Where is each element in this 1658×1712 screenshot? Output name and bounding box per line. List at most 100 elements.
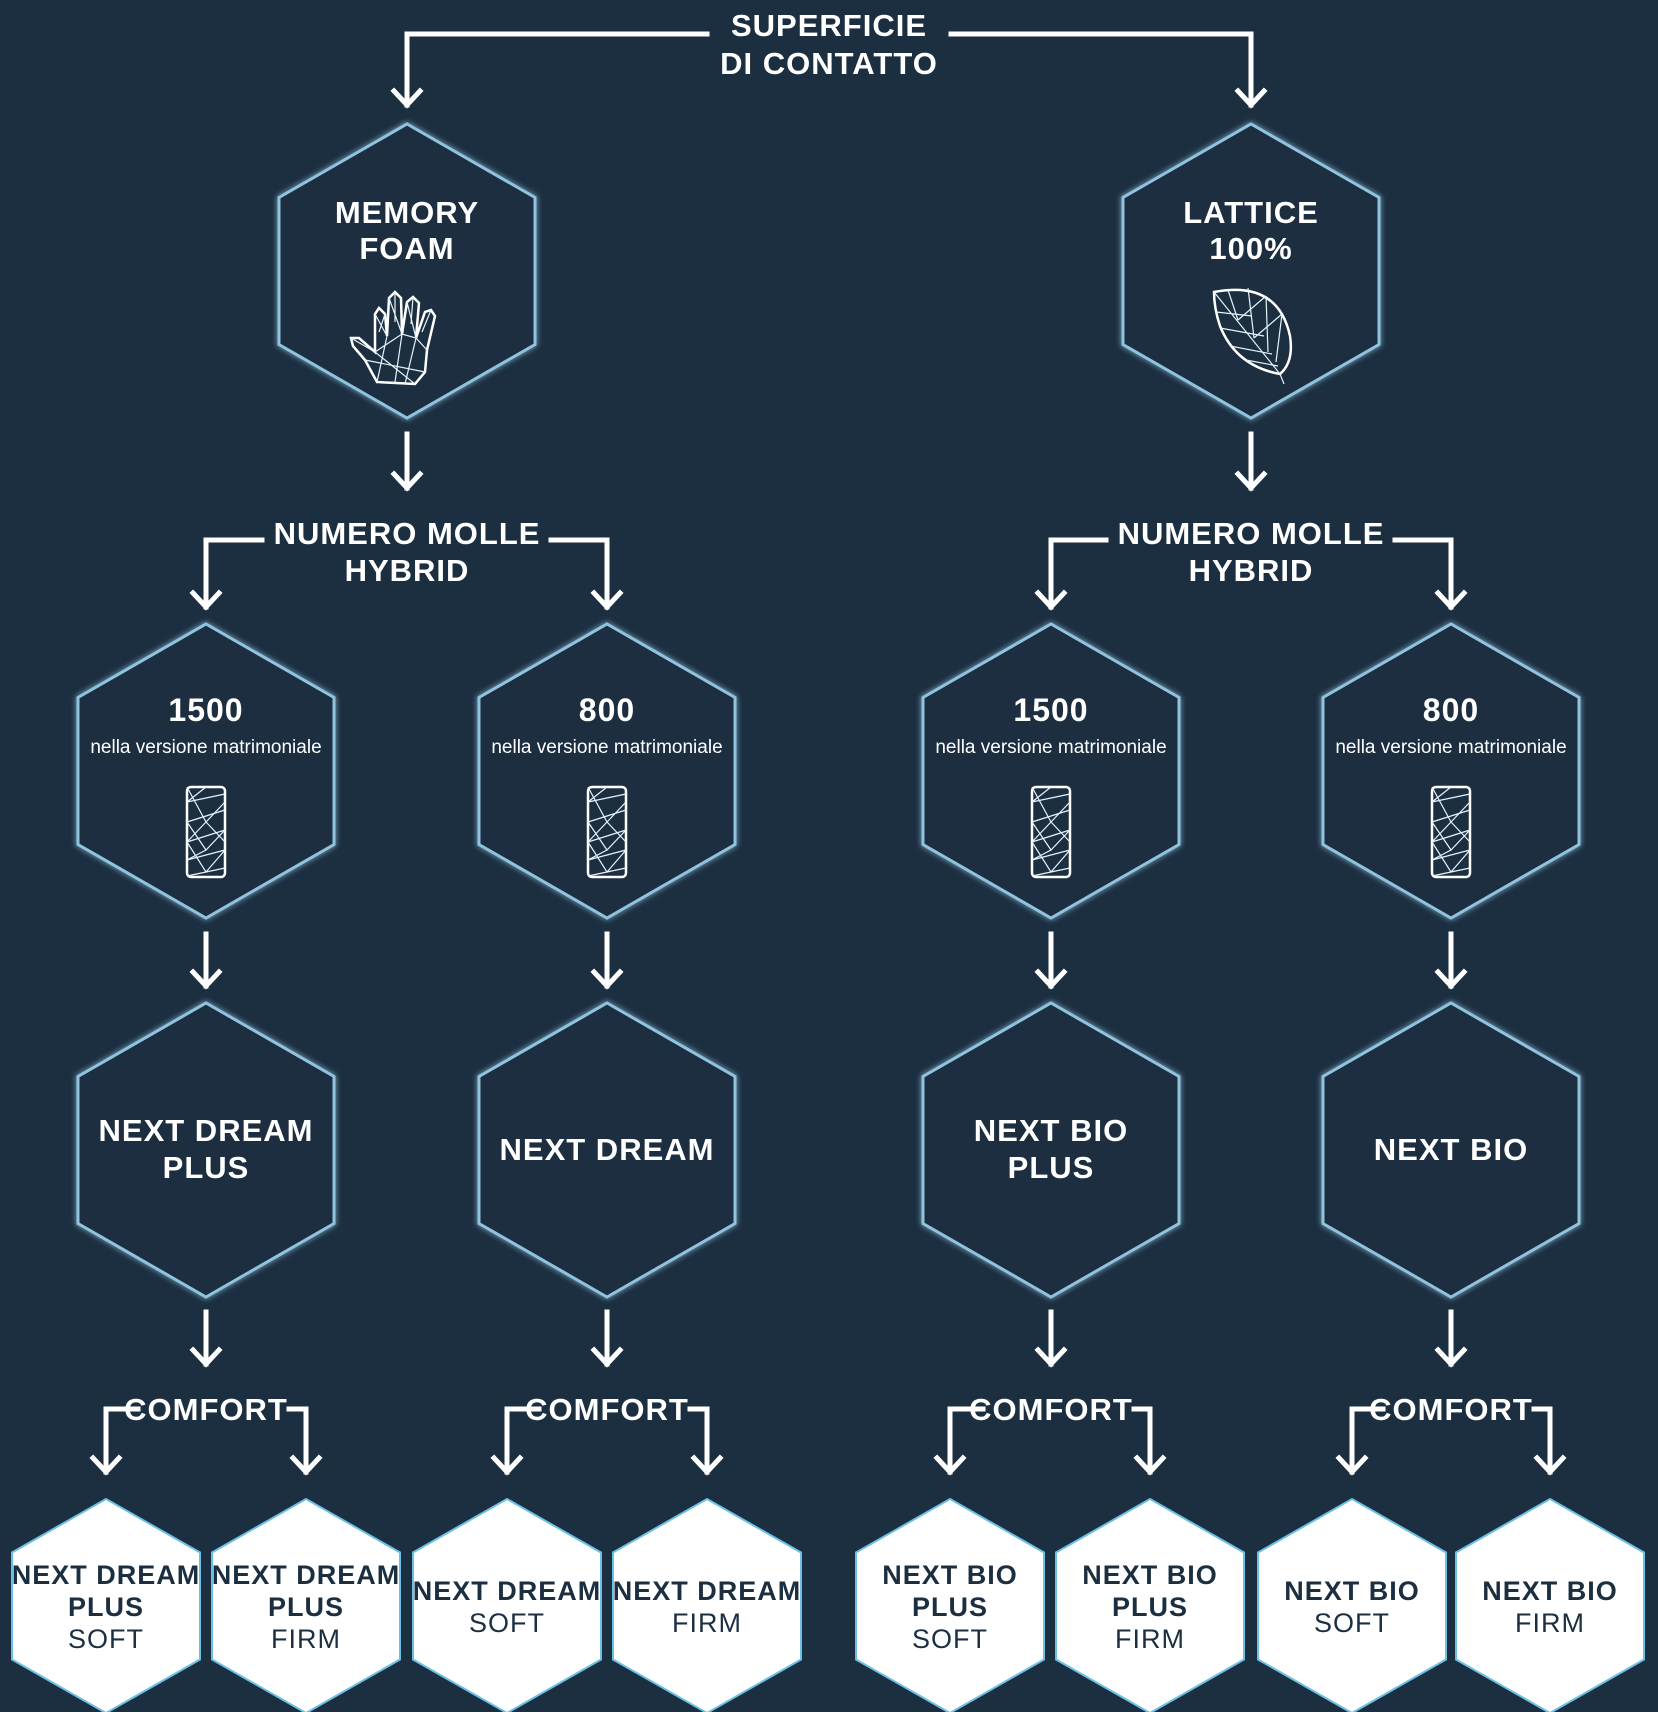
comfort-connector-right [286,1406,309,1475]
variant-hexagon [1055,1497,1245,1712]
variant-firmness: SOFT [1314,1608,1390,1638]
springs-hexagon [921,622,1181,920]
comfort-connector-left [1349,1406,1386,1475]
comfort-connector-left [947,1406,986,1475]
surface-down-arrow-head [1234,470,1268,492]
variant-name-line1: NEXT BIO [882,1560,1018,1590]
variant-name-line1: NEXT DREAM [613,1576,802,1606]
root-connector-left [404,31,710,108]
variant-name-line1: NEXT DREAM [413,1576,602,1606]
hand-icon [349,290,437,386]
model-down-arrow-head [590,1346,624,1368]
springs-connector-left [203,537,265,610]
springs-hexagon [477,622,737,920]
variant-hexagon [412,1497,602,1712]
springs-down-arrow-head [1434,968,1468,990]
model-name-line1: NEXT DREAM [500,1132,715,1167]
variant-name-line1: NEXT DREAM [212,1560,401,1590]
model-name-line1: NEXT BIO [974,1113,1128,1148]
model-name-line2: PLUS [1008,1150,1095,1185]
springs-note: nella versione matrimoniale [90,737,321,758]
springs-count: 800 [1423,692,1479,728]
springs-connector-left-head [189,589,223,611]
root-title-line2: DI CONTATTO [720,46,938,81]
model-name-line2: PLUS [163,1150,250,1185]
spring-icon [185,785,227,879]
springs-connector-right-head [1434,589,1468,611]
surface-name-line1: MEMORY [335,195,479,230]
springs-hexagon [76,622,336,920]
variant-hexagon [11,1497,201,1712]
variant-firmness: FIRM [672,1608,742,1638]
variant-name-line2: PLUS [68,1592,144,1622]
model-hexagon [921,1001,1181,1299]
springs-connector-right-head [590,589,624,611]
springs-label-line1: NUMERO MOLLE [274,516,541,551]
springs-note: nella versione matrimoniale [1335,737,1566,758]
root-connector-left-head [390,87,424,109]
surface-down-arrow-head [390,470,424,492]
variant-hexagon [211,1497,401,1712]
comfort-label: COMFORT [1369,1392,1533,1427]
springs-label-line2: HYBRID [1189,553,1314,588]
variant-name-line1: NEXT BIO [1482,1576,1618,1606]
variant-hexagon [1257,1497,1447,1712]
root-connector-right [948,31,1254,108]
variant-hexagon [612,1497,802,1712]
springs-count: 1500 [1013,692,1088,728]
model-hexagon [477,1001,737,1299]
springs-down-arrow-head [1034,968,1068,990]
variant-name-line1: NEXT BIO [1082,1560,1218,1590]
spring-icon [1430,785,1472,879]
comfort-connector-right-head [289,1454,323,1476]
comfort-connector-right-head [1533,1454,1567,1476]
springs-connector-right [1392,537,1454,610]
surface-name-line2: 100% [1209,231,1292,266]
springs-label-line1: NUMERO MOLLE [1118,516,1385,551]
comfort-connector-left [504,1406,542,1475]
model-name-line1: NEXT BIO [1374,1132,1528,1167]
variant-firmness: FIRM [271,1624,341,1654]
variant-firmness: SOFT [68,1624,144,1654]
comfort-connector-right [687,1406,710,1475]
root-title-line1: SUPERFICIE [731,8,927,43]
model-down-arrow-head [1034,1346,1068,1368]
comfort-connector-left-head [933,1454,967,1476]
springs-label-line2: HYBRID [345,553,470,588]
springs-note: nella versione matrimoniale [935,737,1166,758]
root-connector-right-head [1234,87,1268,109]
variant-name-line2: PLUS [1112,1592,1188,1622]
model-hexagon [76,1001,336,1299]
variant-firmness: FIRM [1515,1608,1585,1638]
surface-name-line2: FOAM [359,231,454,266]
model-hexagon [1321,1001,1581,1299]
variant-name-line1: NEXT BIO [1284,1576,1420,1606]
comfort-connector-left [103,1406,141,1475]
spring-icon [1030,785,1072,879]
variant-name-line1: NEXT DREAM [12,1560,201,1590]
variant-name-line2: PLUS [912,1592,988,1622]
comfort-connector-left-head [1335,1454,1369,1476]
surface-name-line1: LATTICE [1183,195,1319,230]
variant-firmness: FIRM [1115,1624,1185,1654]
surface-hexagon [277,122,537,420]
model-name-line1: NEXT DREAM [99,1113,314,1148]
springs-count: 1500 [168,692,243,728]
springs-down-arrow-head [590,968,624,990]
model-down-arrow-head [1434,1346,1468,1368]
comfort-label: COMFORT [124,1392,288,1427]
comfort-connector-right-head [1133,1454,1167,1476]
springs-note: nella versione matrimoniale [491,737,722,758]
springs-connector-right [548,537,610,610]
comfort-label: COMFORT [525,1392,689,1427]
variant-name-line2: PLUS [268,1592,344,1622]
comfort-connector-right [1131,1406,1153,1475]
springs-count: 800 [579,692,635,728]
variant-firmness: SOFT [469,1608,545,1638]
model-down-arrow-head [189,1346,223,1368]
variant-hexagon [1455,1497,1645,1712]
comfort-connector-right-head [690,1454,724,1476]
comfort-connector-left-head [490,1454,524,1476]
leaf-icon [1212,287,1293,385]
